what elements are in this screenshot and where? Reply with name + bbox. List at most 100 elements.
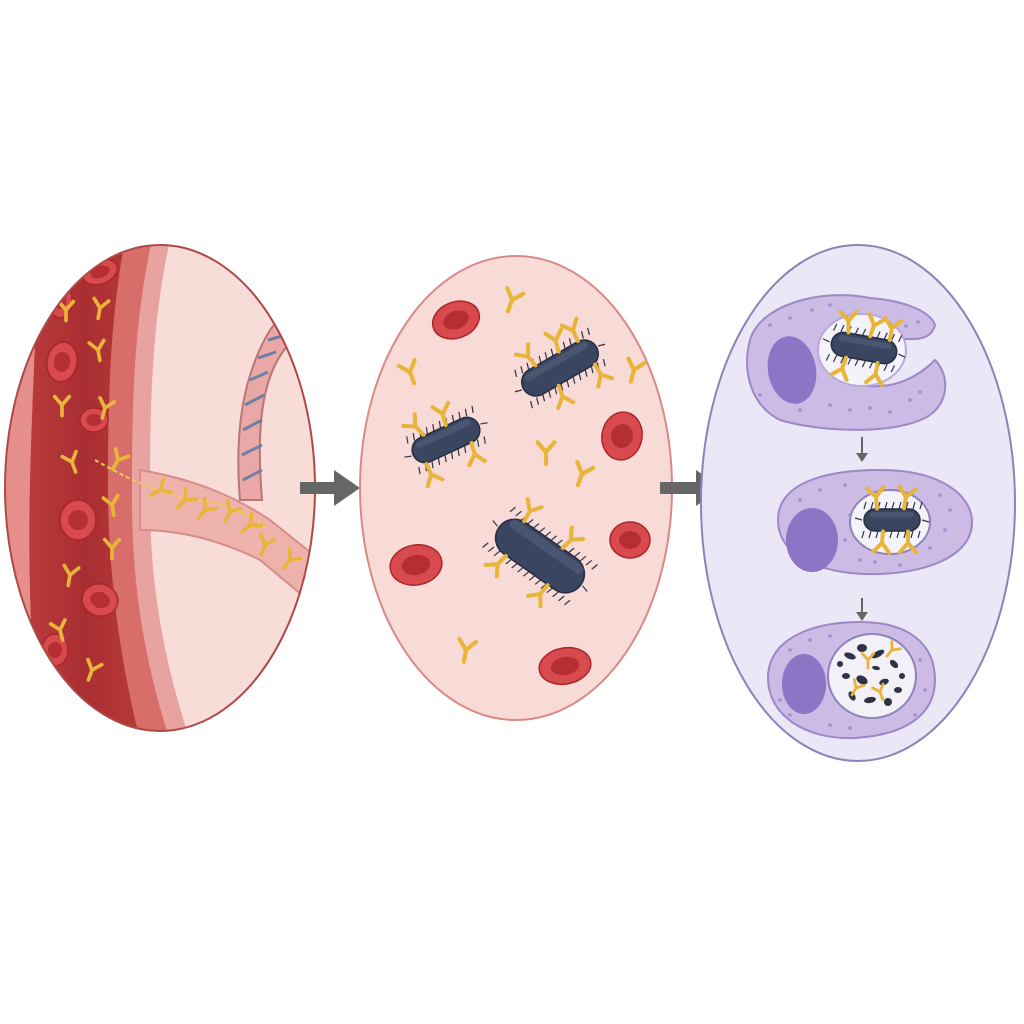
antibody	[860, 652, 876, 670]
antibody	[424, 462, 445, 489]
cytoplasm-granules	[778, 634, 927, 730]
antibody	[505, 286, 526, 314]
bacterial-fragment	[857, 644, 867, 652]
phagocyte-nucleus	[782, 654, 826, 714]
phagocyte-engulfing	[746, 294, 947, 431]
engulfed-bacterium	[822, 309, 906, 387]
antibody	[401, 412, 426, 437]
panel2-bacteria	[401, 316, 615, 609]
phagocyte-with-phagosome	[776, 468, 974, 576]
plasma-background	[359, 255, 673, 721]
twisted-fiber	[237, 293, 315, 501]
antibody	[543, 327, 564, 354]
panel1-red-blood-cells	[41, 258, 119, 667]
red-blood-cell	[81, 583, 119, 617]
antibody	[897, 484, 918, 511]
bacterium	[482, 497, 598, 609]
antibody	[40, 689, 60, 713]
antibody	[838, 309, 859, 335]
antibody	[430, 400, 451, 428]
antibody	[62, 563, 81, 588]
bacterial-fragment	[856, 675, 868, 685]
antibody	[86, 657, 104, 682]
cytoplasm-granules	[758, 303, 922, 414]
antibody	[110, 447, 131, 471]
antibody	[240, 512, 263, 534]
red-blood-cell	[46, 341, 78, 383]
antibody	[513, 342, 538, 368]
antibody	[871, 529, 892, 555]
antibody	[222, 499, 243, 523]
capillary-branch	[139, 468, 315, 613]
antibody	[526, 583, 550, 609]
red-blood-cell	[609, 521, 651, 559]
red-blood-cell	[431, 300, 481, 340]
bacterial-fragment	[894, 687, 902, 693]
red-blood-cell	[79, 407, 109, 433]
antibody	[149, 477, 173, 498]
phagocyte-nucleus	[767, 336, 817, 404]
antibody	[885, 640, 902, 658]
bacterial-fragments	[837, 640, 905, 706]
antibody-migration-path	[94, 459, 271, 531]
antibody	[871, 682, 885, 701]
antibody	[626, 356, 647, 384]
bacterial-fragment	[879, 678, 889, 686]
antibody	[522, 497, 544, 524]
antibody	[897, 529, 919, 555]
bacterial-fragment	[871, 649, 885, 659]
antibody	[560, 525, 586, 550]
bacterium	[513, 316, 615, 410]
red-blood-cell	[538, 646, 592, 686]
antibody	[865, 485, 886, 511]
antibody	[48, 618, 67, 642]
antibody	[850, 678, 866, 697]
antibody	[259, 532, 277, 557]
bacterial-fragment	[884, 698, 892, 706]
bacterial-fragment	[889, 659, 899, 669]
phagosome-bacterium	[854, 484, 930, 555]
antibody	[467, 441, 487, 468]
bacterium	[854, 484, 930, 555]
antibody	[92, 296, 111, 321]
antibody	[281, 547, 303, 570]
antibody	[864, 361, 884, 387]
red-blood-cell	[601, 411, 643, 461]
antibody	[829, 355, 849, 382]
antibody	[396, 358, 417, 386]
antibody	[196, 497, 218, 520]
antibody	[98, 396, 117, 420]
antibody	[556, 383, 576, 410]
cytoplasm-granules	[798, 483, 952, 567]
antibody	[575, 460, 596, 488]
bacterial-fragment	[864, 696, 876, 704]
red-blood-cell	[59, 499, 97, 541]
panel-blood-vessel-and-tissue	[4, 244, 316, 732]
antibody	[883, 316, 904, 342]
bacterium	[401, 400, 488, 489]
phagocyte-digesting	[766, 620, 937, 740]
step-arrow-1	[856, 437, 868, 462]
panel2-free-antibodies	[396, 286, 647, 664]
bacterium	[822, 309, 906, 387]
antibody	[483, 554, 508, 579]
antibody	[559, 316, 580, 343]
phagocyte-nucleus	[786, 508, 838, 572]
bacterial-fragment	[899, 673, 905, 679]
step-arrow-2	[856, 598, 868, 621]
antibody	[52, 394, 72, 418]
antibody	[102, 537, 122, 561]
bacterial-fragment	[837, 661, 843, 667]
bacterial-fragment	[872, 665, 880, 671]
antibody	[101, 493, 120, 518]
antibody	[87, 338, 106, 363]
antibody	[535, 440, 557, 467]
antibody	[457, 636, 479, 664]
antibody	[175, 487, 198, 510]
antibody	[867, 311, 887, 339]
panel-opsonized-bacteria	[359, 255, 673, 721]
bacterial-fragment	[844, 652, 856, 660]
red-blood-cell	[389, 544, 443, 586]
